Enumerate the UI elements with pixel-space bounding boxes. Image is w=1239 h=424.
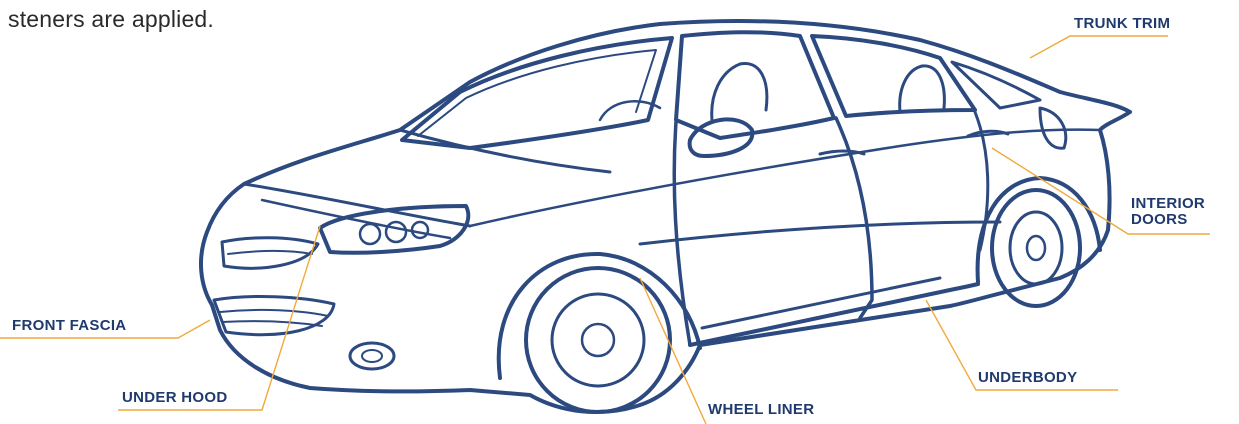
headlight-lens-1 [360,224,380,244]
headlight-lens-3 [412,222,428,238]
front-rim [552,294,644,386]
cowl-line [400,130,610,172]
lower-crease [640,222,1000,244]
tail-light [1040,108,1066,148]
front-window [676,32,834,138]
front-seat [712,63,767,120]
rocker-panel-lower [702,278,940,328]
rear-quarter-glass [952,62,1040,108]
rear-hub [1027,236,1045,260]
lower-grille-bar-2 [222,321,322,326]
rear-tire [992,190,1080,306]
lower-grille [214,297,334,335]
label-trunk-trim: TRUNK TRIM [1074,16,1170,32]
front-hub [582,324,614,356]
fog-light [350,343,394,369]
car-drawing [201,21,1130,412]
shoulder-line [470,130,1100,226]
headlight-lens-2 [386,222,406,242]
fog-light-inner [362,350,382,362]
upper-grille-bar [228,251,312,254]
rear-rim [1010,212,1062,284]
label-interior-doors-line2: DOORS [1131,212,1205,228]
label-front-fascia: FRONT FASCIA [12,318,126,334]
label-underbody: UNDERBODY [978,370,1077,386]
rear-seat [900,66,945,112]
label-interior-doors-line1: INTERIOR [1131,196,1205,212]
label-under-hood: UNDER HOOD [122,390,228,406]
front-tire [526,268,670,412]
callout-line-trunk-trim [1030,36,1168,58]
b-pillar-door-split [836,118,872,318]
label-wheel-liner: WHEEL LINER [708,402,814,418]
lower-grille-bar-1 [220,310,328,316]
label-interior-doors: INTERIOR DOORS [1131,196,1205,228]
